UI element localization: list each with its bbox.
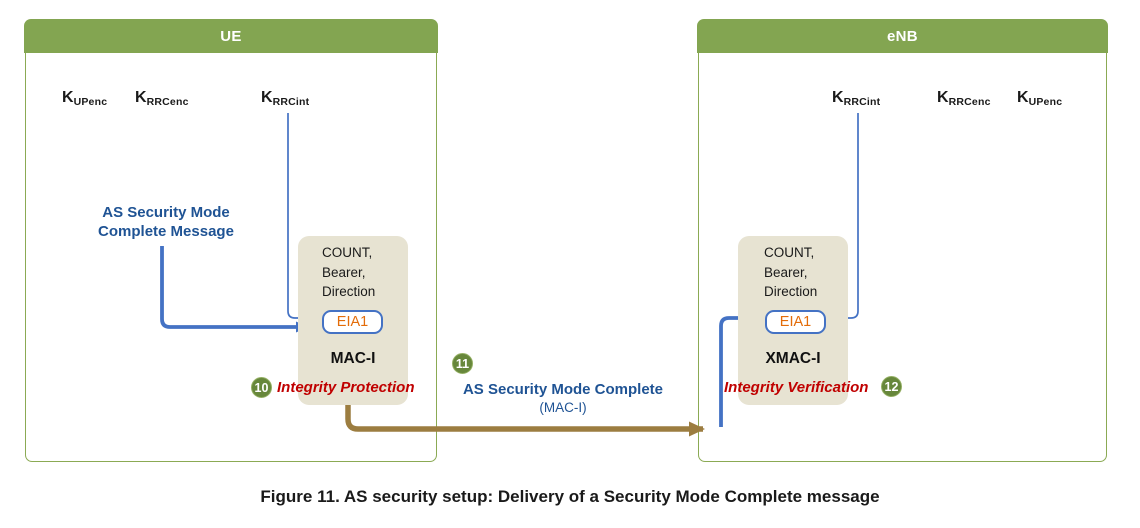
ue-maci-label: MAC-I bbox=[330, 350, 376, 367]
ue-key-kupenc: KUPenc bbox=[62, 89, 108, 108]
enb-header: eNB bbox=[697, 19, 1108, 54]
ue-message-to-eia1-line bbox=[160, 246, 308, 333]
ue-key-krrcint: KRRCint bbox=[261, 89, 310, 108]
ue-krrcint-to-eia1-line bbox=[287, 113, 317, 323]
enb-krrcint-to-eia1-line bbox=[829, 113, 859, 323]
ue-eia1-block: EIA1 bbox=[322, 310, 383, 334]
step-11-badge: 11 bbox=[452, 353, 473, 374]
transfer-label-main: AS Security Mode Complete bbox=[462, 381, 664, 398]
enb-key-krrcenc: KRRCenc bbox=[937, 89, 991, 108]
enb-param-bearer: Bearer, bbox=[764, 264, 808, 280]
ue-param-count: COUNT, bbox=[322, 245, 373, 260]
enb-param-direction: Direction bbox=[764, 284, 818, 299]
ue-header: UE bbox=[24, 19, 438, 54]
transfer-label: AS Security Mode Complete (MAC-I) bbox=[448, 381, 678, 415]
ue-params: COUNT, Bearer, Direction bbox=[322, 243, 375, 302]
enb-key-kupenc: KUPenc bbox=[1017, 89, 1063, 108]
enb-eia1-block: EIA1 bbox=[765, 310, 826, 334]
ue-message-label: AS Security Mode Complete Message bbox=[86, 203, 246, 241]
enb-param-count: COUNT, bbox=[764, 245, 815, 260]
figure-caption: Figure 11. AS security setup: Delivery o… bbox=[260, 487, 880, 506]
ue-key-krrcenc: KRRCenc bbox=[135, 89, 189, 108]
enb-integrity-verification-label: Integrity Verification bbox=[724, 379, 869, 396]
enb-key-krrcint: KRRCint bbox=[832, 89, 881, 108]
ue-message-line2: Complete Message bbox=[98, 223, 234, 240]
transfer-label-sub: (MAC-I) bbox=[539, 400, 587, 415]
ue-message-line1: AS Security Mode bbox=[102, 204, 230, 221]
enb-input-to-eia1-line bbox=[719, 312, 759, 427]
enb-params: COUNT, Bearer, Direction bbox=[764, 243, 817, 302]
ue-param-bearer: Bearer, bbox=[322, 264, 366, 280]
ue-param-direction: Direction bbox=[322, 284, 376, 299]
maci-transfer-arrow bbox=[345, 402, 705, 437]
ue-box: UE bbox=[24, 19, 438, 462]
ue-integrity-protection-label: Integrity Protection bbox=[277, 379, 415, 396]
step-10-badge: 10 bbox=[251, 377, 272, 398]
step-12-badge: 12 bbox=[881, 376, 902, 397]
enb-xmaci-label: XMAC-I bbox=[765, 350, 821, 367]
